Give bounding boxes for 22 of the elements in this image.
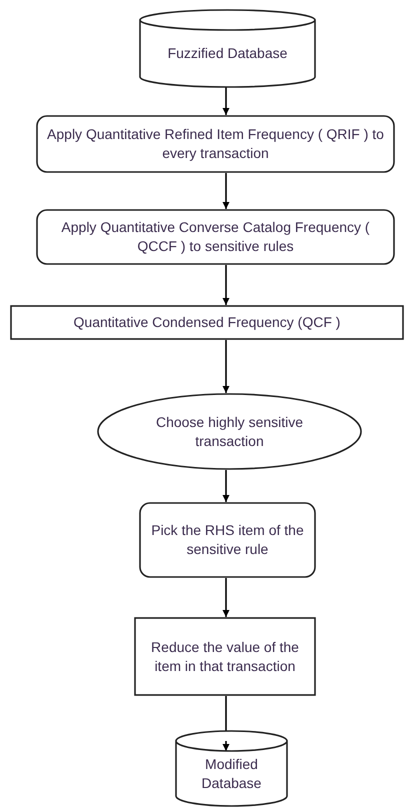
arrow	[222, 87, 230, 115]
decision-ellipse	[97, 393, 362, 470]
arrow	[222, 173, 230, 209]
process-box	[139, 502, 316, 578]
process-box	[36, 209, 395, 265]
node-label: Quantitative Condensed Frequency (QCF )	[74, 313, 340, 332]
node-label: Reduce the value of the item in that transaction	[150, 638, 300, 676]
node-label: Pick the RHS item of the sensitive rule	[151, 521, 304, 559]
arrow	[222, 340, 230, 393]
node-label: Apply Quantitative Refined Item Frequency ( QRIF ) to every transaction	[46, 125, 385, 163]
arrow	[222, 265, 230, 305]
node-label: Fuzzified Database	[168, 44, 288, 63]
node-label: Choose highly sensitive transaction	[154, 412, 304, 450]
database-cylinder	[139, 10, 316, 87]
arrow	[222, 578, 230, 617]
process-box	[36, 115, 395, 173]
process-box	[134, 617, 316, 696]
node-label: Modified Database	[200, 754, 262, 792]
node-label: Apply Quantitative Converse Catalog Frequency ( QCCF ) to sensitive rules	[60, 218, 371, 256]
arrow	[222, 470, 230, 502]
process-box	[10, 305, 404, 340]
database-cylinder	[175, 731, 288, 806]
